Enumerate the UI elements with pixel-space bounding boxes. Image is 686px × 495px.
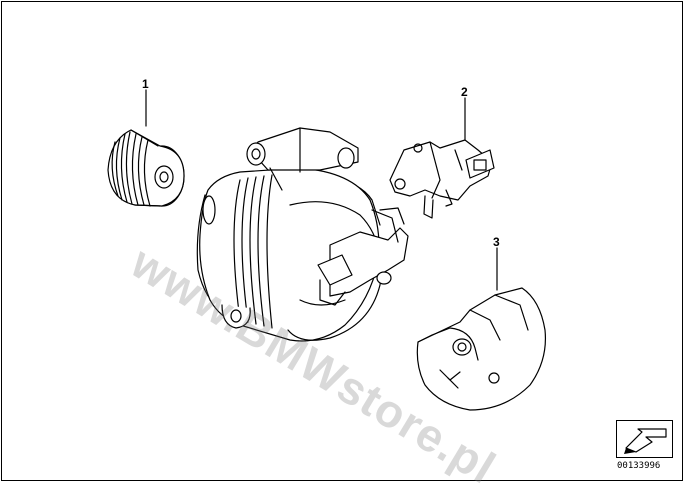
alternator-body[interactable] bbox=[196, 127, 409, 342]
callout-1: 1 bbox=[142, 77, 149, 91]
regulator-part[interactable] bbox=[389, 139, 495, 219]
pulley-part[interactable] bbox=[107, 129, 185, 207]
callout-3: 3 bbox=[493, 235, 500, 249]
document-number: 00133996 bbox=[617, 461, 661, 471]
diagram-frame bbox=[1, 1, 683, 481]
nav-box[interactable] bbox=[616, 420, 673, 458]
parts-diagram bbox=[107, 89, 667, 454]
cover-part[interactable] bbox=[416, 287, 547, 411]
arrow-down-left-icon[interactable] bbox=[624, 428, 667, 454]
callout-2: 2 bbox=[461, 85, 468, 99]
